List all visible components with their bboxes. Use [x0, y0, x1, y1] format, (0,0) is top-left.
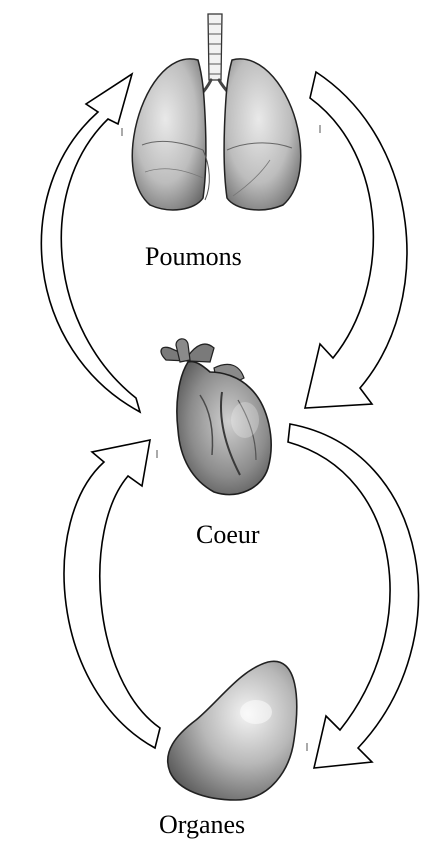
arrow-organs-to-heart: [64, 440, 160, 748]
lungs-label: Poumons: [145, 244, 242, 270]
organ-icon: [168, 661, 297, 800]
heart-label: Coeur: [196, 522, 260, 548]
heart-icon: [161, 339, 271, 495]
lungs-icon: [132, 14, 300, 210]
arrow-heart-to-organs: [288, 424, 418, 768]
arrow-lungs-to-heart: [305, 72, 407, 408]
arrow-heart-to-lungs: [41, 74, 140, 412]
organs-label: Organes: [159, 812, 245, 838]
